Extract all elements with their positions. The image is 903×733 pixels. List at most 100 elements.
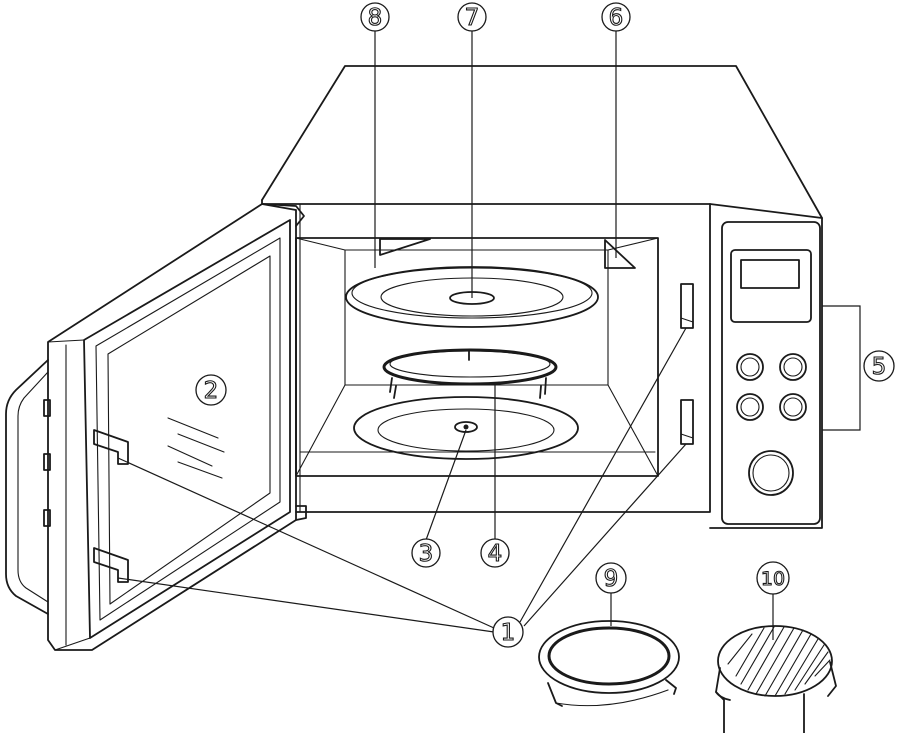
grill-leg-left: [715, 667, 725, 733]
rack-ring-outer: [538, 620, 680, 694]
callout-1-label: 1: [501, 620, 516, 646]
callout-4: 4: [480, 538, 510, 568]
touch-button-4-inner: [783, 397, 803, 417]
callout-3: 3: [411, 538, 441, 568]
latch-hole-upper: [680, 283, 694, 329]
cavity-front-opening: [295, 237, 659, 477]
callout-5-circle: [863, 350, 895, 382]
callout-9-label: 9: [604, 566, 619, 592]
glass-glare-1: [167, 417, 219, 439]
rack-ring-bottom-edge: [555, 689, 669, 707]
touch-button-4[interactable]: [779, 393, 807, 421]
cavity-edge-tl: [295, 237, 346, 251]
callout-9-circle: [595, 562, 627, 594]
callout-8-label: 8: [368, 5, 383, 31]
callout-2: 2: [195, 374, 227, 406]
grill-rack: [715, 625, 837, 733]
latch-hole-upper-detail: [680, 317, 694, 323]
door-latch-upper: [93, 429, 129, 465]
callout-7: 7: [457, 2, 487, 32]
leader-lines: [117, 30, 774, 640]
leader-1-hole-lower: [523, 443, 687, 627]
roller-ring-assembly: [382, 348, 558, 399]
callout-7-label: 7: [465, 5, 480, 31]
grill-leg-right: [827, 661, 837, 697]
door-hinge-bottom: [295, 505, 307, 521]
turntable-inner: [377, 408, 555, 452]
callout-2-circle: [195, 374, 227, 406]
grill-rack-bars: [727, 626, 831, 697]
display-housing: [730, 249, 812, 323]
callout-4-label: 4: [488, 541, 503, 567]
handle-clip-mid: [43, 453, 51, 471]
interlock-holes: [680, 283, 694, 445]
glass-glare-2: [177, 433, 225, 453]
turntable-outer: [353, 396, 579, 460]
touch-button-3-inner: [740, 397, 760, 417]
door-handle-inner: [17, 371, 49, 603]
control-dial-inner: [752, 454, 790, 492]
cabinet-front-frame: [261, 199, 711, 513]
leader-1-hole-upper: [519, 327, 687, 623]
handle-clip-upper: [43, 399, 51, 417]
callout-1-circle: [492, 616, 524, 648]
cabinet: [261, 65, 823, 513]
latch-hole-lower: [680, 399, 694, 445]
cavity-edge-br: [607, 384, 659, 477]
rack-ring-foot-right: [665, 679, 677, 695]
door-edge-bottom: [54, 637, 91, 651]
roller-wheel-left: [389, 377, 397, 399]
callout-6-circle: [601, 2, 631, 32]
door-window-frame: [95, 237, 281, 621]
grill-leg-left-bend: [715, 691, 731, 701]
callout-10-circle: [756, 561, 790, 595]
callout-3-circle: [411, 538, 441, 568]
door-latch-lower: [93, 547, 129, 583]
control-dial[interactable]: [748, 450, 794, 496]
rack-ring-foot-left: [547, 682, 563, 707]
callout-3-label: 3: [419, 541, 434, 567]
callout-4-circle: [480, 538, 510, 568]
latch-hole-lower-detail: [680, 433, 694, 439]
callout-10-label: 10: [761, 568, 785, 590]
callout-5: 5: [863, 350, 895, 382]
control-panel-frame: [709, 203, 823, 529]
turntable-shaft: [454, 421, 478, 433]
touch-button-1[interactable]: [736, 353, 764, 381]
touch-button-1-inner: [740, 357, 760, 377]
callout-6-label: 6: [609, 5, 624, 31]
callout-1: 1: [492, 616, 524, 648]
callout-8-circle: [360, 2, 390, 32]
callout-6: 6: [601, 2, 631, 32]
grill-heater-left: [379, 238, 431, 256]
callout-5-label: 5: [872, 354, 887, 380]
touch-button-3[interactable]: [736, 393, 764, 421]
glass-glare-4: [177, 461, 223, 479]
door: [5, 203, 307, 651]
handle-clip-lower: [43, 509, 51, 527]
door-hinge-top: [261, 203, 305, 227]
callout-8: 8: [360, 2, 390, 32]
rack-ring-inner: [547, 626, 671, 686]
control-panel-face: [721, 221, 821, 525]
door-inner-panel: [83, 219, 291, 639]
display-screen: [740, 259, 800, 289]
leader-1-door-upper: [117, 457, 495, 629]
leader-3: [425, 429, 467, 541]
turntable-shaft-center: [463, 424, 469, 430]
door-window-glass: [107, 255, 271, 605]
control-panel: [709, 203, 861, 529]
callout-2-label: 2: [204, 378, 219, 404]
control-panel-bracket: [822, 305, 861, 431]
touch-button-2-inner: [783, 357, 803, 377]
roller-ring-inner: [389, 350, 551, 378]
callout-7-circle: [457, 2, 487, 32]
door-handle[interactable]: [5, 359, 49, 615]
cavity-edge-bl: [295, 384, 346, 477]
touch-button-2[interactable]: [779, 353, 807, 381]
roller-wheel-right: [539, 377, 547, 399]
cabinet-top-panel: [261, 65, 823, 219]
glass-glare-3: [167, 445, 213, 467]
